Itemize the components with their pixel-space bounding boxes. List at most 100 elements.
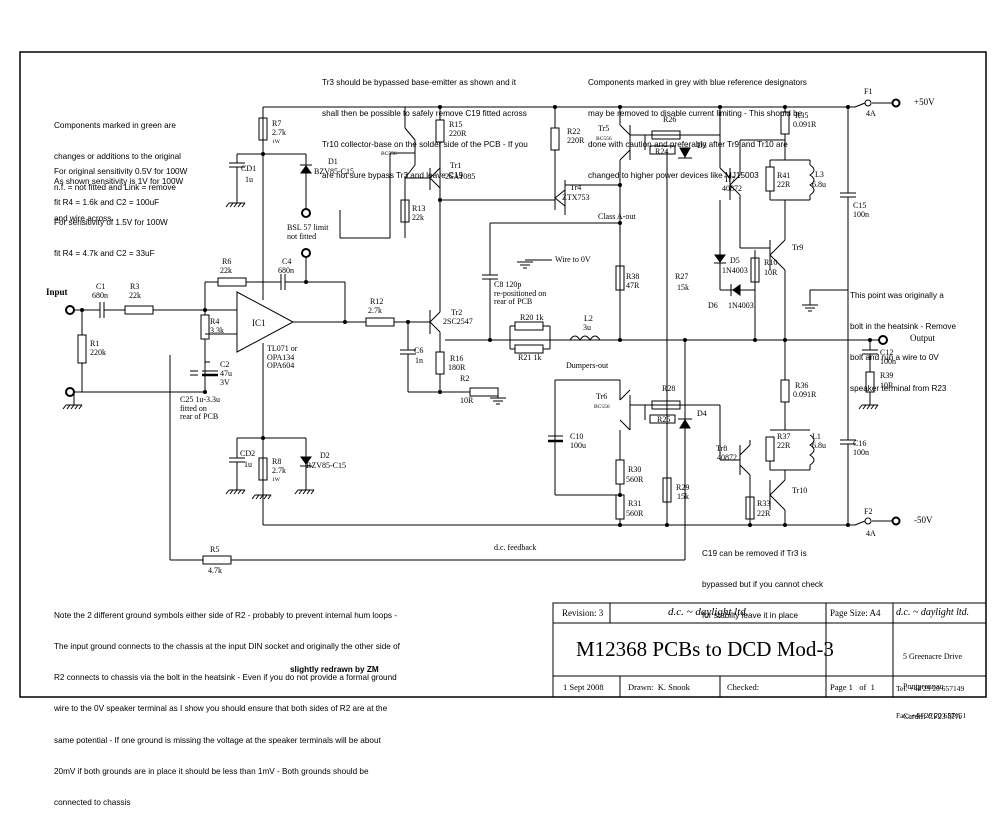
note-line: shall then be possible to safely remove … — [322, 109, 527, 119]
label-R38: R38 — [626, 272, 640, 281]
note-line: changes or additions to the original — [54, 152, 181, 162]
note-sensitivity-15: For sensitivity of 1.5V for 100W fit R4 … — [54, 197, 168, 270]
label-R5: R5 — [210, 545, 220, 554]
label-Tr9: Tr9 — [792, 243, 804, 252]
label-Tr6: Tr6 — [596, 392, 608, 401]
note-ground: Note the 2 different ground symbols eith… — [54, 590, 400, 819]
label-R29: R29 — [676, 483, 690, 492]
note-line: wire to the 0V speaker terminal as I sho… — [54, 704, 388, 714]
label-F1: F1 — [864, 87, 873, 96]
label-R38-value: 47R — [626, 281, 640, 290]
label-R41: R41 — [777, 171, 791, 180]
label-CD1-value: 1u — [245, 175, 253, 184]
note-line: bolt in the heatsink - Remove — [850, 322, 957, 332]
note-line: same potential - If one ground is missin… — [54, 735, 381, 745]
label-C15: C15 — [853, 201, 867, 210]
label-C12-value: 100n — [880, 357, 896, 366]
label-R39-value: 10R — [880, 381, 894, 390]
label-R28: R28 — [662, 384, 676, 393]
note-grey-components: Components marked in grey with blue refe… — [588, 57, 807, 192]
note-redrawn: slightly redrawn by ZM — [290, 665, 379, 674]
label-R7-value: 2.7k — [272, 128, 286, 137]
title-block-drawn: Drawn: K. Snook — [628, 682, 690, 692]
label-R36: R36 — [795, 381, 809, 390]
label-Tr4-value: ZTX753 — [562, 193, 590, 202]
label-D4: D4 — [697, 409, 707, 418]
label-R35-value: 0.091R — [793, 120, 817, 129]
label-Tr1-value: 2SA1085 — [445, 172, 476, 181]
note-line: Tr10 collector-base on the solder side o… — [322, 140, 528, 150]
label-R22: R22 — [567, 127, 581, 136]
label-R3-value: 22k — [129, 291, 141, 300]
label-CD1: CD1 — [241, 164, 257, 173]
note-line: Components marked in green are — [54, 120, 176, 130]
label-Tr7: Tr7 — [724, 175, 736, 184]
label-Tr4: Tr4 — [570, 183, 582, 192]
address-line: 5 Greenacre Drive — [903, 652, 963, 661]
label-R2-value: 10R — [460, 396, 474, 405]
label-R10-value: 10R — [764, 268, 778, 277]
label-D1-value: BZV85-C15 — [314, 167, 354, 176]
title-block-revision: Revision: 3 — [562, 608, 603, 618]
note-sensitivity-05: For original sensitivity 0.5V for 100W f… — [54, 146, 187, 219]
label-C10: C10 — [570, 432, 584, 441]
label-CD2-value: 1u — [244, 460, 252, 469]
label-R22-value: 220R — [567, 136, 585, 145]
label-R12-value: 2.7k — [368, 306, 382, 315]
title-block-date: 1 Sept 2008 — [563, 682, 604, 692]
label-Tr1: Tr1 — [450, 161, 462, 170]
revision-label: Revision: — [562, 608, 597, 618]
note-line: are not sure bypass Tr3 and leave C19 — [322, 171, 464, 181]
label-class-a-out: Class A-out — [598, 212, 636, 221]
label-minus50: -50V — [914, 515, 933, 525]
label-C16-value: 100n — [853, 448, 869, 457]
label-Tr2-value: 2SC2547 — [443, 317, 473, 326]
label-R33: R33 — [757, 499, 771, 508]
label-D1: D1 — [328, 157, 338, 166]
label-C10-value: 100u — [570, 441, 586, 450]
label-C2: C2 — [220, 360, 230, 369]
label-R4-value: 3.3k — [210, 326, 224, 335]
label-R3: R3 — [130, 282, 140, 291]
label-R10: R10 — [764, 258, 778, 267]
page-size-label: Page Size: — [830, 608, 868, 618]
note-bypass: Tr3 should be bypassed base-emitter as s… — [322, 57, 528, 192]
label-R20: R20 1k — [520, 313, 544, 322]
label-D6: D6 — [708, 301, 718, 310]
note-sensitivity-1: As shown sensitivity is 1V for 100W — [54, 177, 184, 186]
label-L2: L2 — [584, 314, 593, 323]
note-line: Tr3 should be bypassed base-emitter as s… — [322, 77, 517, 87]
label-plus50: +50V — [914, 97, 935, 107]
label-R31: R31 — [628, 499, 642, 508]
note-line: connected to chassis — [54, 798, 131, 808]
label-R37: R37 — [777, 432, 791, 441]
label-Tr5: Tr5 — [598, 124, 610, 133]
drawn-by: K. Snook — [657, 682, 690, 692]
label-C12: C12 — [880, 348, 894, 357]
label-R33-value: 22R — [757, 509, 771, 518]
label-R2: R2 — [460, 374, 470, 383]
label-R25: R25 — [657, 415, 671, 424]
label-R27-value: 15k — [677, 283, 689, 292]
note-line: The input ground connects to the chassis… — [54, 642, 400, 652]
label-BC556-tr5: BC556 — [596, 136, 612, 142]
note-line: fit R4 = 4.7k and C2 = 33uF — [54, 249, 155, 259]
label-R4: R4 — [210, 317, 220, 326]
label-C1: C1 — [96, 282, 106, 291]
label-R30: R30 — [628, 465, 642, 474]
label-Tr8: Tr8 — [716, 444, 728, 453]
note-line: done with caution and preferably after T… — [588, 140, 788, 150]
label-IC1: IC1 — [252, 318, 266, 328]
title-block-page: Page 1 of 1 — [830, 682, 875, 692]
drawn-label: Drawn: — [628, 682, 654, 692]
title-block-company-right: d.c. ~ daylight ltd. — [896, 607, 970, 618]
label-BC556-tr3: BC556 — [381, 151, 397, 157]
label-D3: D3 — [697, 141, 707, 150]
label-R1: R1 — [90, 339, 100, 348]
title-block-page-size: Page Size: A4 — [830, 608, 881, 618]
label-C4-value: 680n — [278, 266, 294, 275]
note-line: For sensitivity of 1.5V for 100W — [54, 217, 168, 227]
note-line: Components marked in grey with blue refe… — [588, 77, 807, 87]
note-line: and wire across. — [54, 214, 114, 224]
note-line: This point was originally a — [850, 290, 944, 300]
